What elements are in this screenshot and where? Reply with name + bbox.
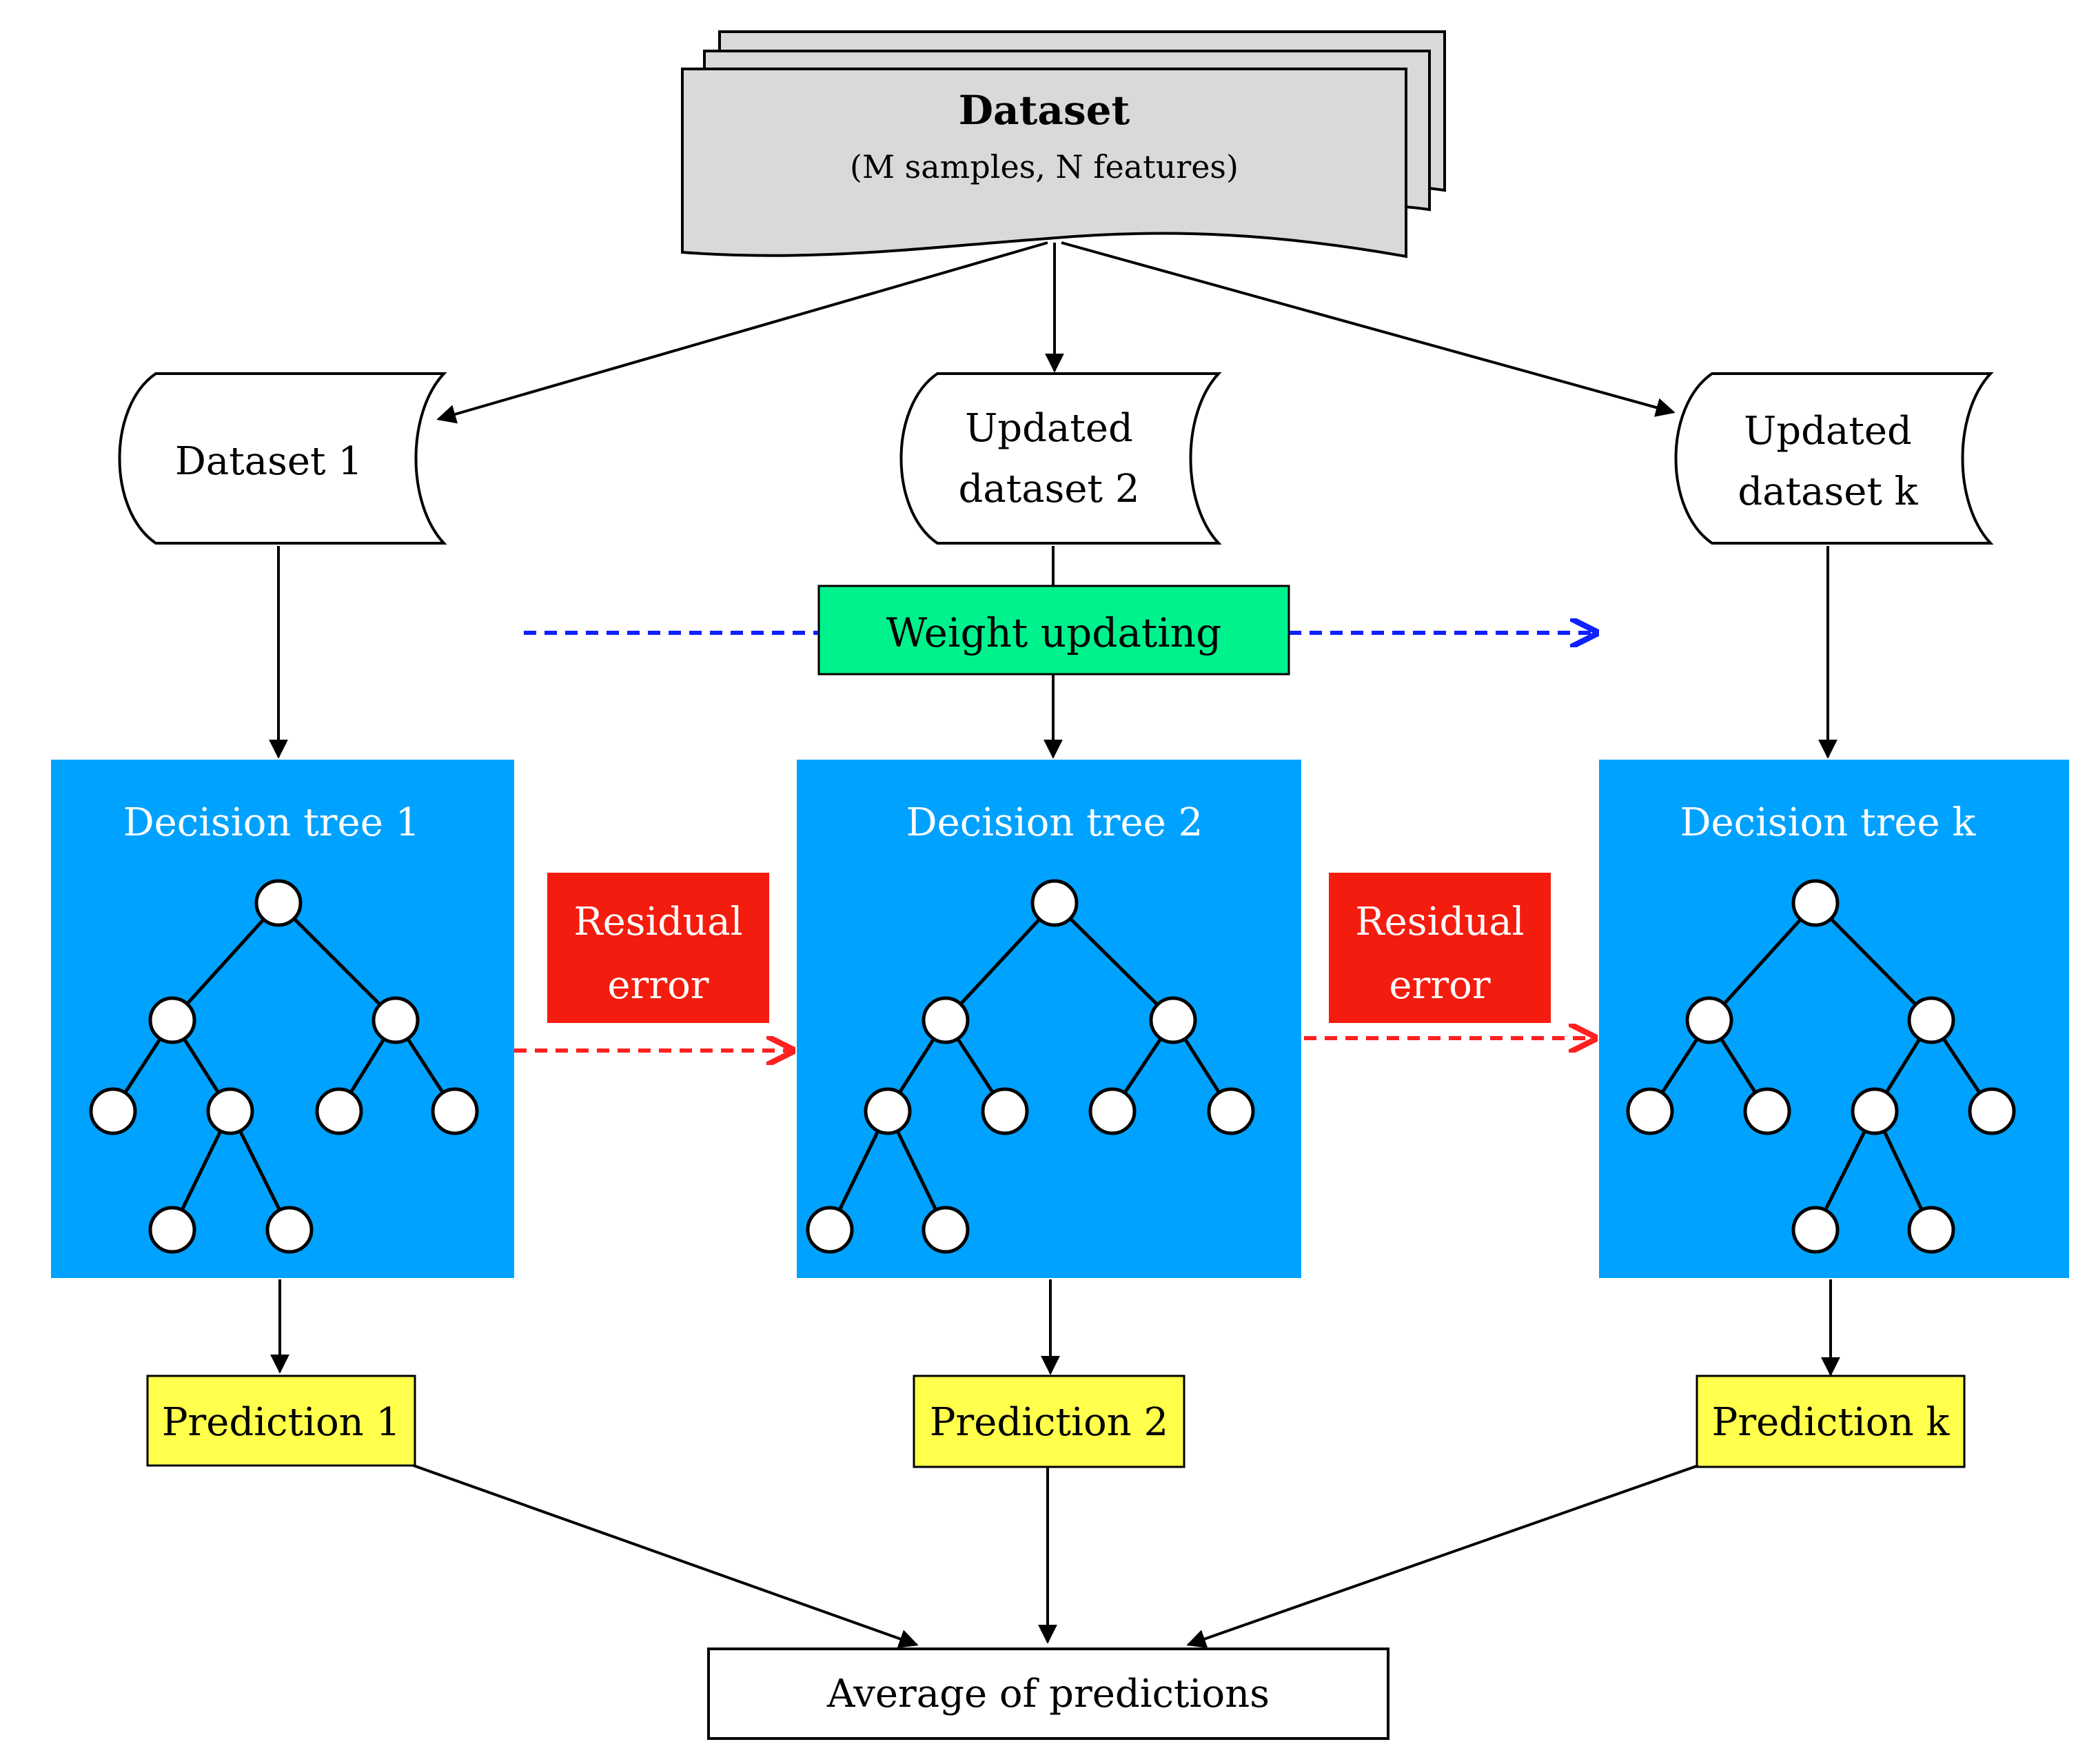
tree-node — [981, 1087, 1029, 1135]
arrow-dataset-to-dataset-1 — [436, 241, 1048, 424]
tree-node — [1088, 1087, 1137, 1135]
arrow-prediction-k-to-average — [1186, 1464, 1699, 1648]
prediction-k-box — [1696, 1375, 1966, 1468]
average-of-predictions: Average of predictions — [707, 1648, 1389, 1740]
dataset-sheet-front — [681, 68, 1407, 258]
tree-node — [922, 1206, 970, 1254]
dataset-title: Dataset — [959, 87, 1130, 134]
decision-tree-k-title: Decision tree k — [1680, 800, 1977, 845]
tree-node — [1743, 1087, 1791, 1135]
dataset-1-label-line-1: Dataset 1 — [175, 439, 363, 484]
tree-node — [1791, 879, 1840, 927]
tree-node — [431, 1087, 479, 1135]
decision-tree-1-graph — [89, 879, 479, 1254]
tree-node — [206, 1087, 254, 1135]
tree-edge — [1814, 902, 1933, 1022]
tree-edge — [277, 902, 397, 1022]
dataset-2-label-line-2: dataset 2 — [959, 467, 1140, 511]
weight-updating-label: Weight updating — [886, 609, 1222, 656]
dataset-1-shape — [118, 372, 447, 545]
prediction-2-box — [913, 1375, 1185, 1468]
decision-tree-2-title: Decision tree 2 — [906, 800, 1203, 845]
tree-node — [1968, 1087, 2016, 1135]
dataset-k-label-line-2: dataset k — [1738, 469, 1918, 514]
tree-node — [922, 996, 970, 1044]
residual-error-1: Residual error — [547, 873, 769, 1023]
tree-node — [371, 996, 420, 1044]
decision-tree-1-panel — [51, 760, 514, 1278]
decision-tree-2-graph — [806, 879, 1255, 1254]
dataset-k-shape — [1674, 372, 1994, 545]
tree-node — [1685, 996, 1733, 1044]
tree-node — [1207, 1087, 1255, 1135]
dataset-2-shape — [899, 372, 1222, 545]
decision-tree-k-graph — [1626, 879, 2016, 1254]
prediction-k-label: Prediction k — [1712, 1400, 1951, 1445]
tree-node — [1626, 1087, 1674, 1135]
decision-tree-k: Decision tree k — [1599, 760, 2069, 1278]
tree-node — [1907, 996, 1955, 1044]
tree-edge — [171, 902, 280, 1022]
dataset-k: Updated dataset k — [1674, 372, 1994, 545]
decision-tree-2: Decision tree 2 — [797, 760, 1301, 1278]
tree-node — [265, 1206, 314, 1254]
decision-tree-1-title: Decision tree 1 — [123, 800, 420, 845]
tree-node — [89, 1087, 137, 1135]
residual-error-1-label-line-2: error — [607, 963, 709, 1008]
prediction-2-label: Prediction 2 — [930, 1400, 1168, 1445]
arrow-dataset-to-dataset-k — [1061, 241, 1676, 417]
residual-error-1-box — [547, 873, 769, 1023]
tree-edge — [944, 902, 1056, 1022]
dataset-2: Updated dataset 2 — [899, 372, 1222, 545]
residual-error-1-label-line-1: Residual — [573, 900, 742, 944]
residual-error-2-label-line-2: error — [1389, 963, 1490, 1008]
dataset-subtitle: (M samples, N features) — [850, 148, 1239, 185]
prediction-1-label: Prediction 1 — [162, 1400, 400, 1445]
tree-node — [864, 1087, 912, 1135]
prediction-2: Prediction 2 — [913, 1375, 1185, 1468]
decision-tree-1: Decision tree 1 — [51, 760, 514, 1278]
tree-node — [1149, 996, 1197, 1044]
dataset-k-label-line-1: Updated — [1744, 409, 1912, 454]
decision-tree-2-panel — [797, 760, 1301, 1278]
tree-node — [1851, 1087, 1899, 1135]
tree-node — [254, 879, 303, 927]
residual-error-2: Residual error — [1329, 873, 1551, 1023]
dataset-1: Dataset 1 — [118, 372, 447, 545]
tree-edge — [1708, 902, 1817, 1022]
residual-error-2-label-line-1: Residual — [1355, 900, 1524, 944]
tree-node — [1907, 1206, 1955, 1254]
tree-node — [1791, 1206, 1840, 1254]
prediction-k: Prediction k — [1696, 1375, 1966, 1468]
average-label: Average of predictions — [826, 1672, 1270, 1716]
dataset-stack: Dataset (M samples, N features) — [681, 30, 1446, 258]
average-box — [707, 1648, 1389, 1740]
tree-edge — [1053, 902, 1174, 1022]
tree-node — [806, 1206, 854, 1254]
arrow-prediction-1-to-average — [413, 1464, 919, 1648]
prediction-1-box — [146, 1375, 416, 1467]
tree-node — [1030, 879, 1079, 927]
weight-updating-box — [817, 585, 1290, 676]
tree-node — [315, 1087, 363, 1135]
dataset-2-label-line-1: Updated — [965, 406, 1133, 451]
prediction-1: Prediction 1 — [146, 1375, 416, 1467]
residual-error-2-box — [1329, 873, 1551, 1023]
weight-updating: Weight updating — [817, 585, 1290, 676]
tree-node — [148, 996, 196, 1044]
tree-node — [148, 1206, 196, 1254]
